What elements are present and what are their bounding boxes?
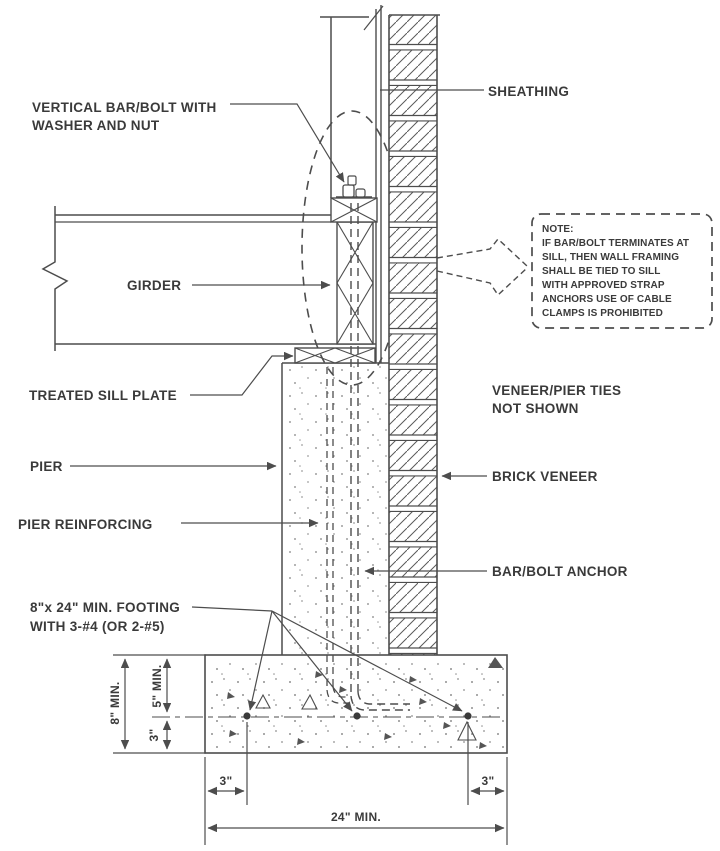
wall-framing-and-sheathing: [320, 5, 384, 363]
bolt-stub: [347, 175, 357, 186]
leader-sill-plate: [190, 351, 294, 396]
dim-edge-right: 3": [482, 774, 495, 788]
break-line: [41, 206, 69, 351]
pier-drawing: [281, 362, 389, 655]
aggregate-triangles: [255, 693, 477, 741]
label-veneer-ties-line2: NOT SHOWN: [492, 401, 579, 416]
note-box: [531, 213, 713, 329]
label-girder: GIRDER: [127, 278, 181, 293]
label-vertical-bar-line2: WASHER AND NUT: [32, 118, 160, 133]
label-vertical-bar-line1: VERTICAL BAR/BOLT WITH: [32, 100, 217, 115]
dimension-lines: [113, 654, 508, 845]
note-arrow: [436, 237, 528, 267]
dim-top-cover: 5" MIN.: [150, 664, 164, 707]
dim-footing-height: 8" MIN.: [108, 681, 122, 724]
note-callout: NOTE: IF BAR/BOLT TERMINATES AT SILL, TH…: [436, 213, 713, 329]
dim-edge-left: 3": [220, 774, 233, 788]
aggregate-marks: [227, 657, 503, 749]
label-brick-veneer: BRICK VENEER: [492, 469, 598, 484]
nut: [342, 184, 355, 198]
dimension-texts: 8" MIN. 5" MIN. 3" 3" 3" 24" MIN.: [108, 664, 494, 824]
label-veneer-ties-line1: VENEER/PIER TIES: [492, 383, 621, 398]
dim-bottom-cover: 3": [147, 729, 161, 742]
note-line: SHALL BE TIED TO SILL: [542, 266, 660, 277]
note-line: CLAMPS IS PROHIBITED: [542, 308, 663, 319]
blocking-with-washer-nut: [330, 175, 378, 223]
label-pier-reinforcing: PIER REINFORCING: [18, 517, 153, 532]
footing-drawing: [204, 654, 508, 754]
bar-bolt-dashed: [350, 203, 410, 711]
dim-footing-width: 24" MIN.: [331, 810, 381, 824]
note-line: WITH APPROVED STRAP: [542, 280, 665, 291]
label-footing-line1: 8"x 24" MIN. FOOTING: [30, 600, 180, 615]
leader-vertical-bar: [230, 103, 345, 183]
note-title: NOTE:: [542, 224, 574, 235]
component-labels: VERTICAL BAR/BOLT WITH WASHER AND NUT SH…: [18, 84, 628, 634]
label-bar-bolt-anchor: BAR/BOLT ANCHOR: [492, 564, 628, 579]
leader-lines: [70, 89, 487, 712]
note-line: SILL, THEN WALL FRAMING: [542, 252, 679, 263]
girder-drawing: [41, 206, 376, 351]
label-pier: PIER: [30, 459, 63, 474]
note-line: ANCHORS USE OF CABLE: [542, 294, 672, 305]
girder-end-section: [336, 221, 374, 345]
leader-footing: [191, 606, 273, 612]
treated-sill-plate-section: [294, 347, 376, 364]
pier-reinforcing-dashed: [326, 367, 350, 704]
label-footing-line2: WITH 3-#4 (OR 2-#5): [30, 619, 165, 634]
note-line: IF BAR/BOLT TERMINATES AT: [542, 238, 689, 249]
footing-rebar-dots: [243, 712, 472, 720]
label-treated-sill-plate: TREATED SILL PLATE: [29, 388, 177, 403]
label-sheathing: SHEATHING: [488, 84, 569, 99]
detail-balloon: [301, 110, 389, 386]
brick-veneer-wall: [388, 14, 440, 655]
